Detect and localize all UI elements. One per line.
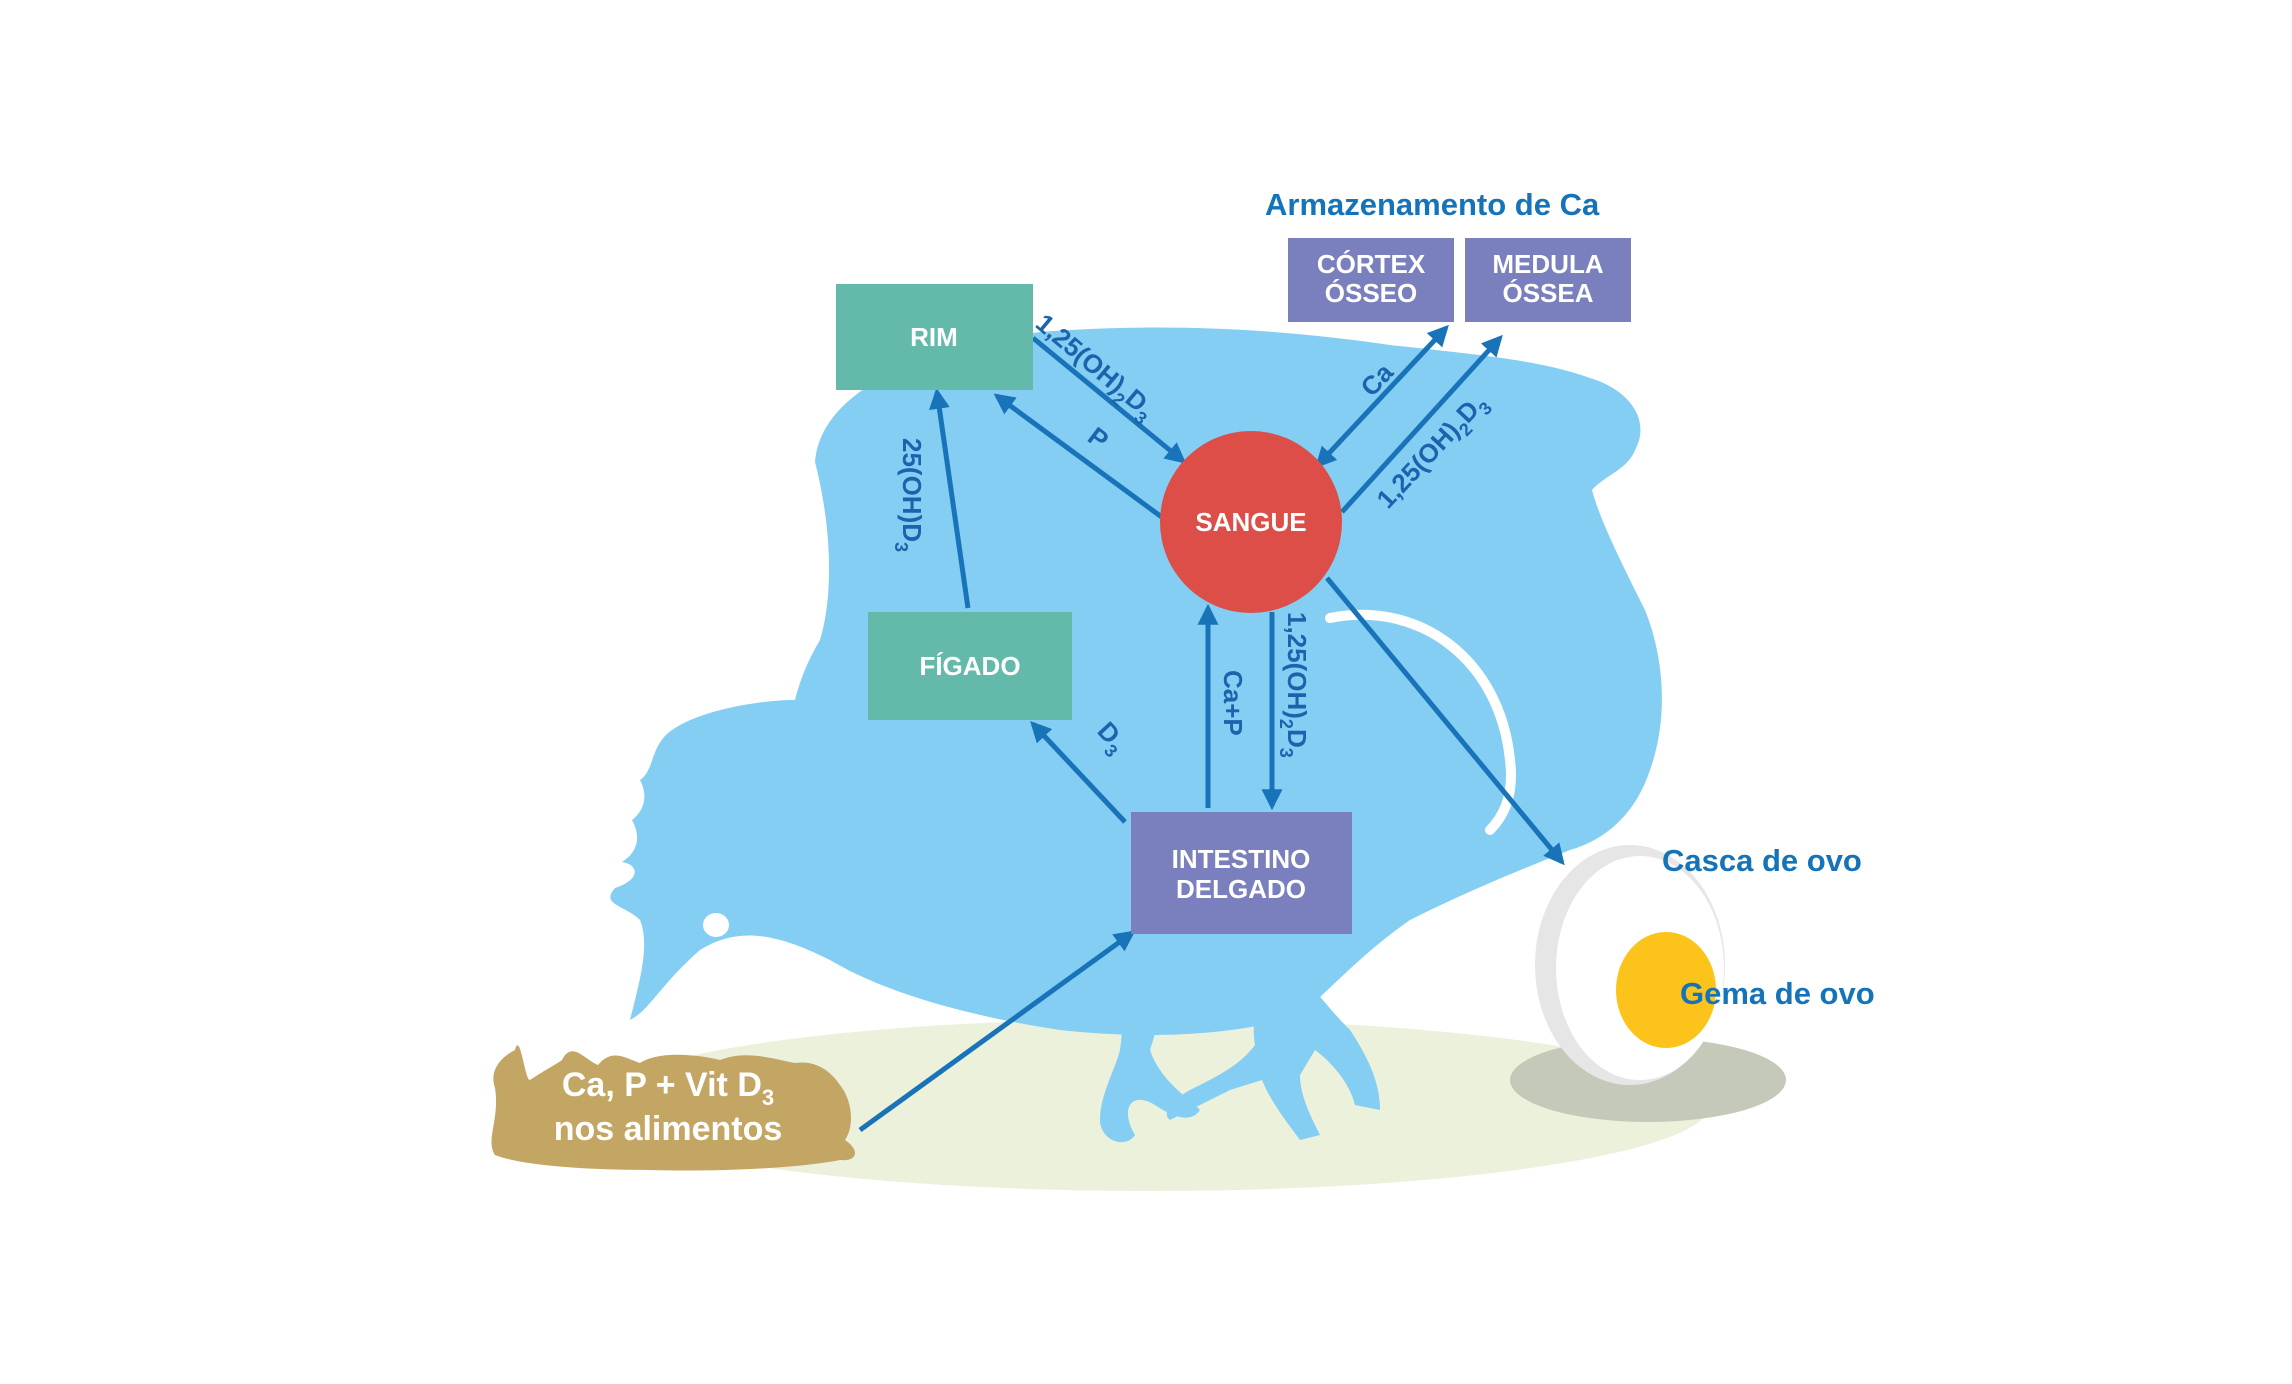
rim-label: RIM bbox=[910, 322, 958, 352]
figado-label: FÍGADO bbox=[919, 651, 1020, 681]
rim-box bbox=[836, 284, 1033, 390]
egg bbox=[1510, 845, 1786, 1122]
ground-shadow bbox=[590, 1019, 1710, 1191]
arrows bbox=[858, 324, 1565, 1133]
food-label: Ca, P + Vit D3 bbox=[562, 1066, 774, 1110]
arrow-intestino-figado bbox=[1030, 720, 1127, 824]
cortex-box bbox=[1288, 238, 1454, 322]
food-label-line2: nos alimentos bbox=[554, 1110, 783, 1148]
food-pile bbox=[491, 1045, 856, 1171]
medula-label: MEDULA bbox=[1492, 249, 1603, 279]
hen-eye bbox=[703, 913, 729, 937]
hen-silhouette bbox=[610, 327, 1662, 1143]
label-25ohd3: 25(OH)D3 bbox=[891, 438, 927, 552]
egg-yolk bbox=[1616, 932, 1716, 1048]
delgado-label: DELGADO bbox=[1176, 874, 1306, 904]
sangue-circle bbox=[1160, 431, 1342, 613]
arrow-figado-rim bbox=[928, 387, 971, 609]
hen-wing-line bbox=[1325, 609, 1516, 835]
arrow-sangue-medula bbox=[1340, 334, 1503, 514]
medula-box bbox=[1465, 238, 1631, 322]
storage-heading: Armazenamento de Ca bbox=[1265, 187, 1600, 222]
cortex-label: CÓRTEX bbox=[1317, 249, 1426, 279]
intestino-label: INTESTINO bbox=[1172, 844, 1311, 874]
egg-yolk-label: Gema de ovo bbox=[1680, 976, 1875, 1011]
figado-box bbox=[868, 612, 1072, 720]
osseo-label: ÓSSEO bbox=[1325, 278, 1417, 308]
arrow-ca-storage bbox=[1315, 324, 1449, 469]
ossea-label: ÓSSEA bbox=[1502, 278, 1593, 308]
arrow-sangue-egg bbox=[1325, 576, 1565, 866]
label-125-down: 1,25(OH)2D3 bbox=[1276, 612, 1312, 758]
egg-shell-label: Casca de ovo bbox=[1662, 843, 1862, 878]
arrow-sangue-rim bbox=[993, 393, 1165, 521]
label-ca-p: Ca+P bbox=[1218, 670, 1248, 736]
arrow-rim-sangue bbox=[1031, 336, 1187, 464]
arrow-food-intestino bbox=[858, 930, 1136, 1133]
sangue-label: SANGUE bbox=[1195, 507, 1306, 537]
intestino-box bbox=[1131, 812, 1352, 934]
